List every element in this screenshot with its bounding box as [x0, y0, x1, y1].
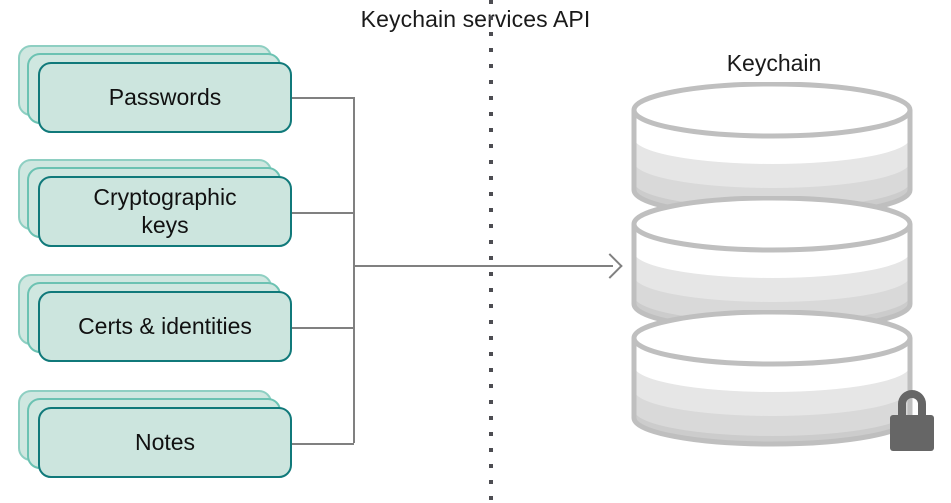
card-label: Certs & identities — [78, 312, 252, 339]
card-stack-notes[interactable]: Notes — [18, 390, 292, 478]
card-front-cryptographic-keys[interactable]: Cryptographic keys — [38, 176, 292, 247]
connector-notes — [292, 443, 354, 445]
card-stack-cryptographic-keys[interactable]: Cryptographic keys — [18, 159, 292, 247]
connector-certs-identities — [292, 327, 354, 329]
card-label: Cryptographic keys — [93, 184, 237, 238]
padlock-icon — [884, 386, 940, 452]
card-stack-certs-identities[interactable]: Certs & identities — [18, 274, 292, 362]
card-front-notes[interactable]: Notes — [38, 407, 292, 478]
card-label: Passwords — [108, 83, 222, 110]
arrow-right-icon — [597, 253, 623, 279]
cylinder-segment-bottom — [630, 310, 914, 462]
card-stack-passwords[interactable]: Passwords — [18, 45, 292, 133]
arrow-shaft — [353, 265, 613, 267]
connector-cryptographic-keys — [292, 212, 354, 214]
database-cylinder-icon — [630, 82, 920, 462]
connector-trunk — [353, 97, 355, 443]
card-front-passwords[interactable]: Passwords — [38, 62, 292, 133]
api-title: Keychain services API — [360, 6, 591, 32]
card-label: Notes — [134, 428, 196, 455]
connector-passwords — [292, 97, 354, 99]
dotted-vertical-divider — [489, 0, 493, 503]
card-front-certs-identities[interactable]: Certs & identities — [38, 291, 292, 362]
keychain-title: Keychain — [726, 50, 822, 76]
